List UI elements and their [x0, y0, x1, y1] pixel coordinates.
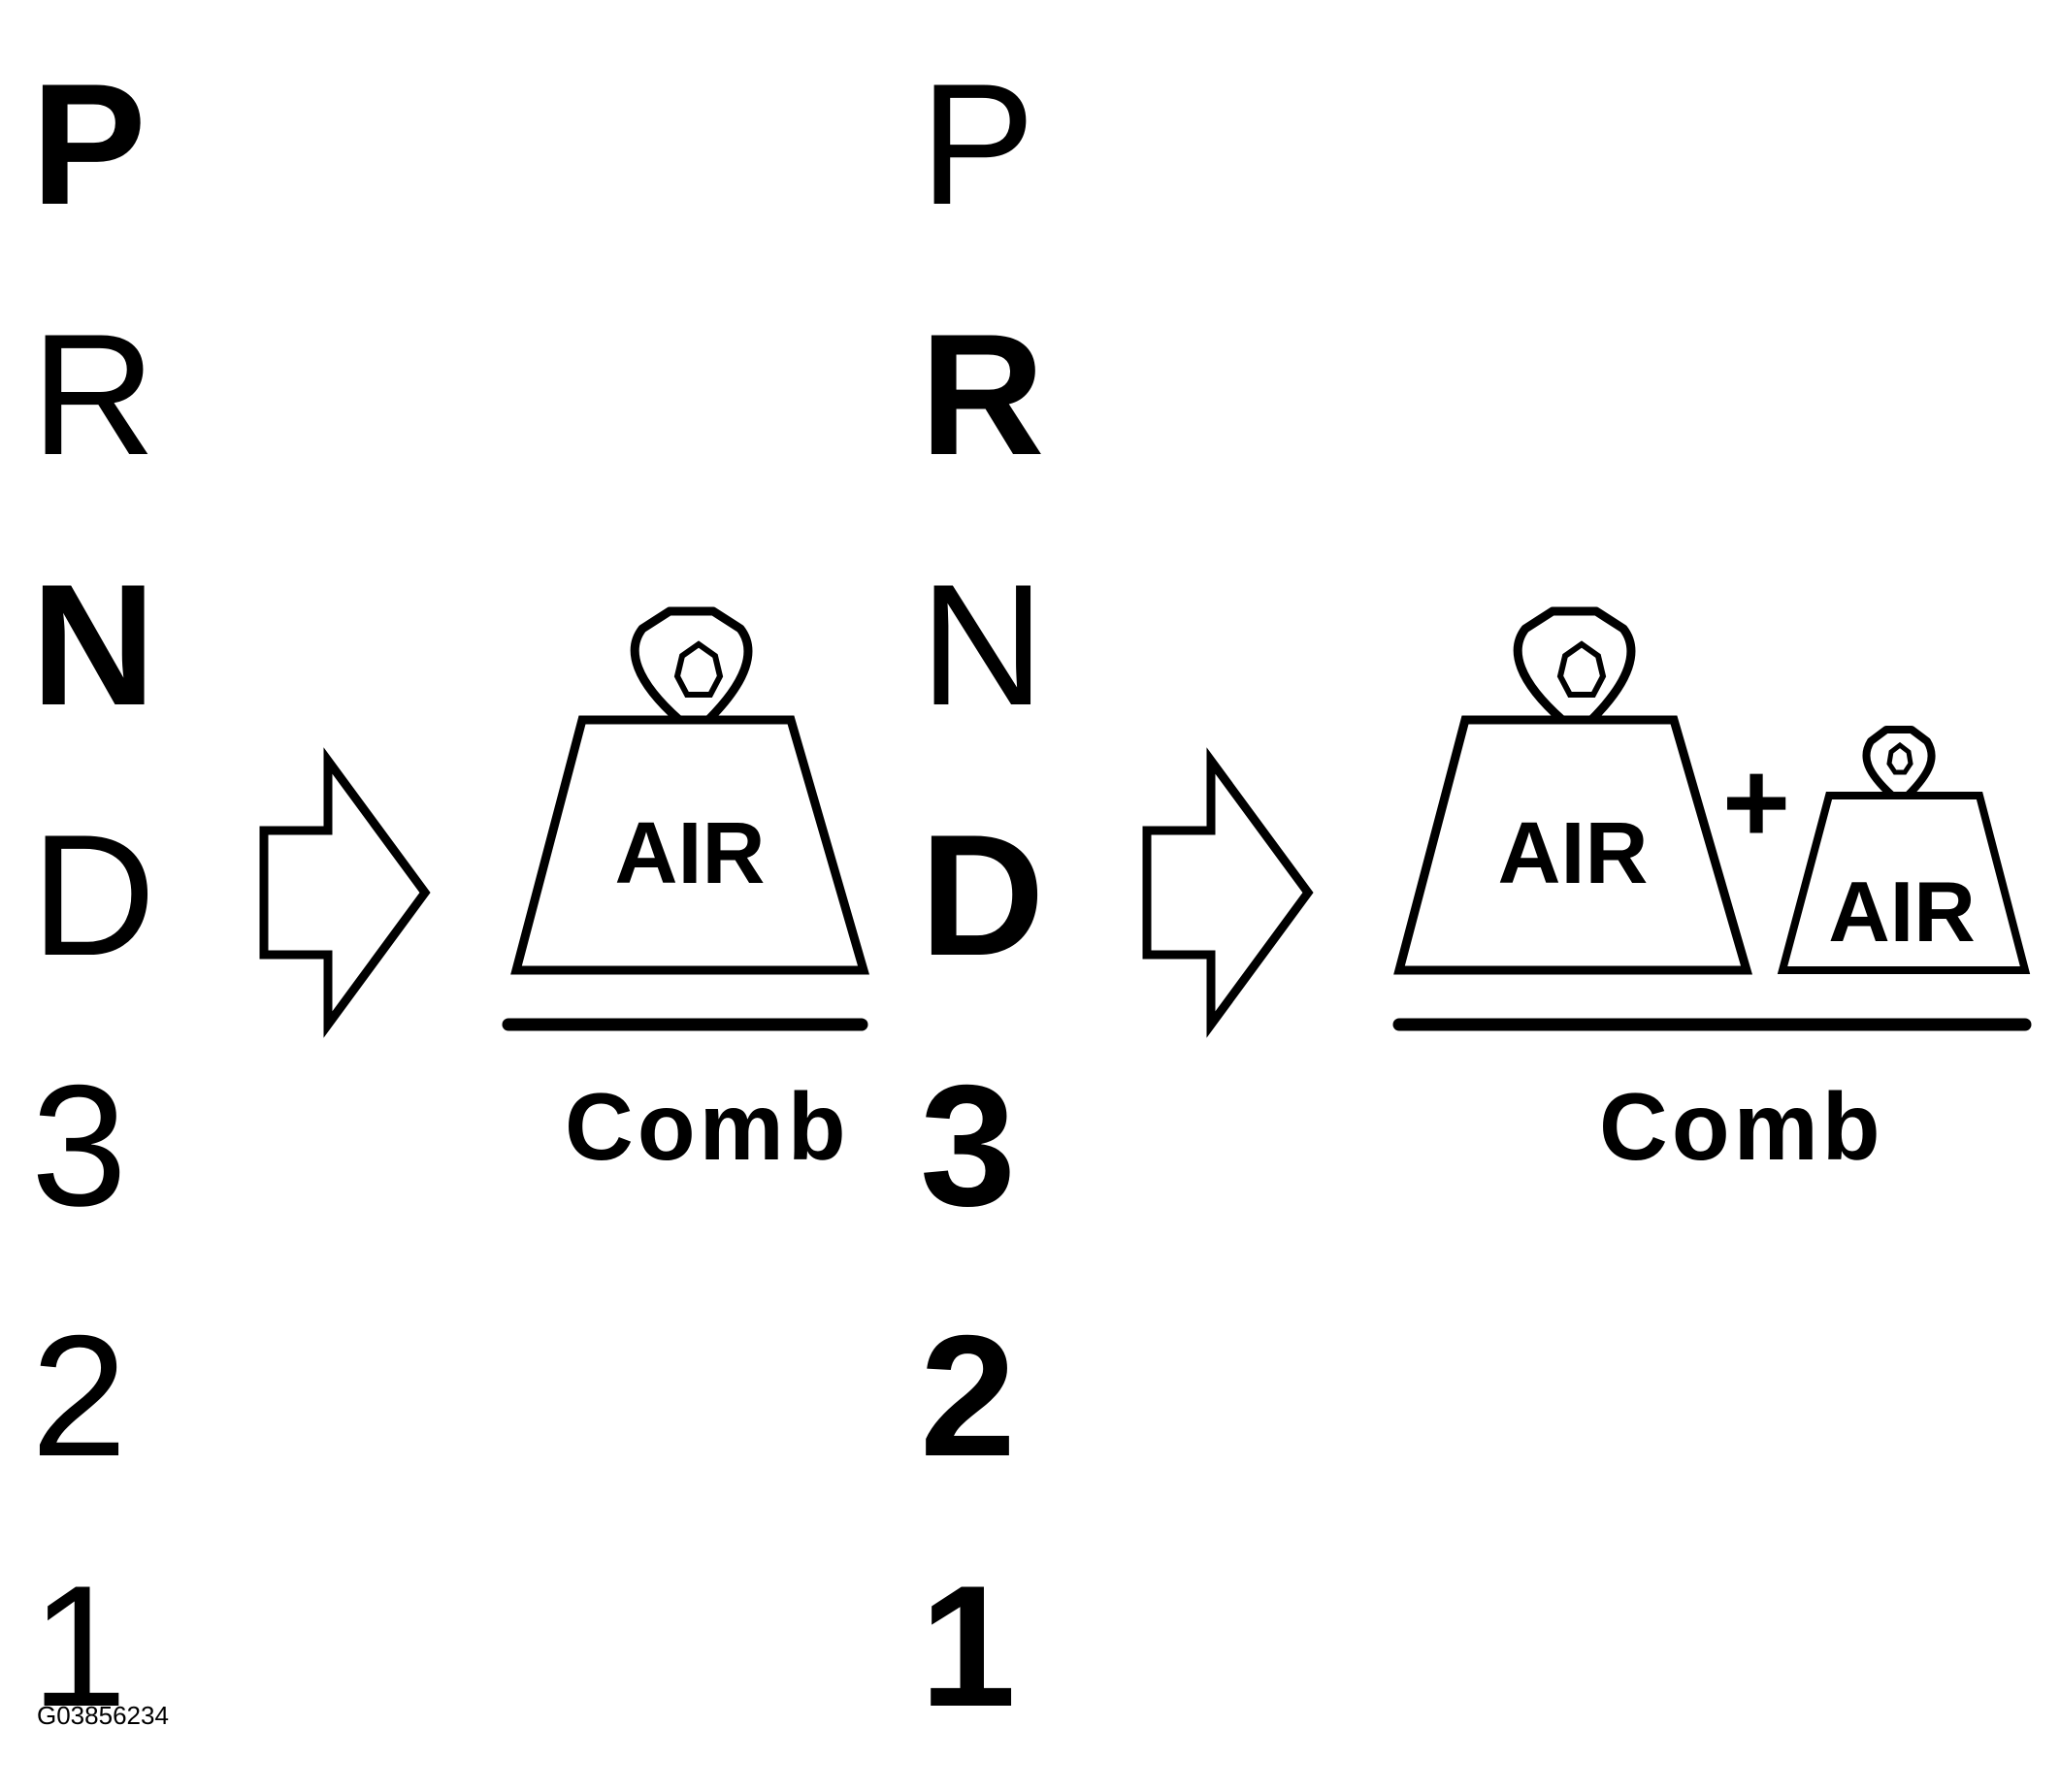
small-weight-label: AIR: [1828, 863, 1976, 960]
large-weight-icon: AIR: [1393, 606, 1752, 975]
gear-3-col1: 3: [31, 1049, 127, 1242]
weight-label: AIR: [615, 805, 766, 902]
gear-r-col1: R: [31, 298, 156, 491]
small-weight-icon: AIR: [1777, 726, 2031, 974]
gear-d-col1: D: [31, 798, 156, 992]
gear-1-col1: 1: [31, 1549, 127, 1743]
gear-2-col1: 2: [31, 1299, 127, 1492]
gear-2-col2: 2: [920, 1299, 1016, 1492]
plus-sign: +: [1722, 737, 1790, 867]
gear-d-col2: D: [920, 798, 1045, 992]
gear-p-col2: P: [920, 48, 1035, 241]
gear-n-col1: N: [31, 548, 156, 741]
gear-r-col2: R: [920, 298, 1045, 491]
arrow-right-icon: [1142, 747, 1314, 1038]
gear-p-col1: P: [31, 48, 147, 241]
weight-icon: AIR: [510, 606, 869, 975]
gear-n-col2: N: [920, 548, 1045, 741]
gear-1-col2: 1: [920, 1549, 1016, 1743]
large-weight-label: AIR: [1498, 805, 1649, 902]
caption-comb-1: Comb: [565, 1073, 850, 1180]
gear-3-col2: 3: [920, 1049, 1016, 1242]
figure-id: G03856234: [37, 1701, 169, 1730]
caption-comb-2: Comb: [1599, 1073, 1884, 1180]
arrow-right-icon: [259, 747, 431, 1038]
